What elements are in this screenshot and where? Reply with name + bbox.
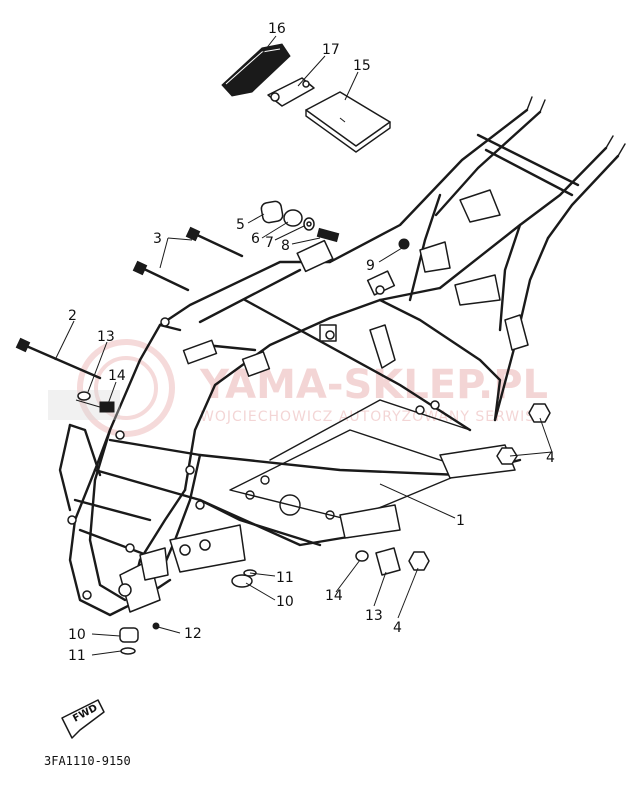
callout-14-lower: 14: [325, 588, 343, 604]
part-15-pad: [305, 91, 391, 147]
callout-8: 8: [281, 238, 290, 254]
callout-17: 17: [322, 42, 340, 58]
part-2-bolt: [15, 337, 102, 380]
part-3-bolts: [132, 226, 244, 292]
part-4-nuts-upper: [496, 403, 551, 465]
callout-15: 15: [353, 58, 371, 74]
callout-5: 5: [236, 217, 245, 233]
parts-5-8-bushings: [260, 200, 340, 243]
watermark-tagline: WOJCIECHOWICZ AUTORYZOWANY SERWIS: [200, 409, 535, 425]
callout-12: 12: [184, 626, 202, 642]
callout-2: 2: [68, 308, 77, 324]
callout-4-lower: 4: [393, 620, 402, 636]
parts-10-12-lower: [119, 622, 160, 655]
callout-10-lower: 10: [68, 627, 86, 643]
parts-lower-right: [355, 547, 430, 576]
callout-3: 3: [153, 231, 162, 247]
callout-16: 16: [268, 21, 286, 37]
callout-6: 6: [251, 231, 260, 247]
part-code: 3FA1110-9150: [44, 754, 131, 768]
leader-lines: [54, 35, 553, 656]
parts-10-11-upper: [231, 569, 257, 588]
callout-14-front: 14: [108, 368, 126, 384]
callouts: 16 17 15 5 6 7 8 3 9 2 13 14 4 1 11 10 1…: [68, 21, 555, 664]
callout-4-upper: 4: [546, 450, 555, 466]
callout-1: 1: [456, 513, 465, 529]
fwd-arrow: FWD: [61, 699, 105, 739]
callout-7: 7: [265, 235, 274, 251]
callout-13-lower: 13: [365, 608, 383, 624]
parts-13-14-front: [48, 390, 120, 420]
callout-11-lower: 11: [68, 648, 86, 664]
part-16-strap: [221, 43, 291, 97]
watermark-logo: [77, 339, 175, 437]
main-frame: [58, 96, 626, 617]
callout-13-front: 13: [97, 329, 115, 345]
callout-11-upper: 11: [276, 570, 294, 586]
part-9-nut: [398, 238, 410, 250]
callout-9: 9: [366, 258, 375, 274]
watermark: YAMA-SKLEP.PL WOJCIECHOWICZ AUTORYZOWANY…: [77, 339, 548, 437]
callout-10-upper: 10: [276, 594, 294, 610]
